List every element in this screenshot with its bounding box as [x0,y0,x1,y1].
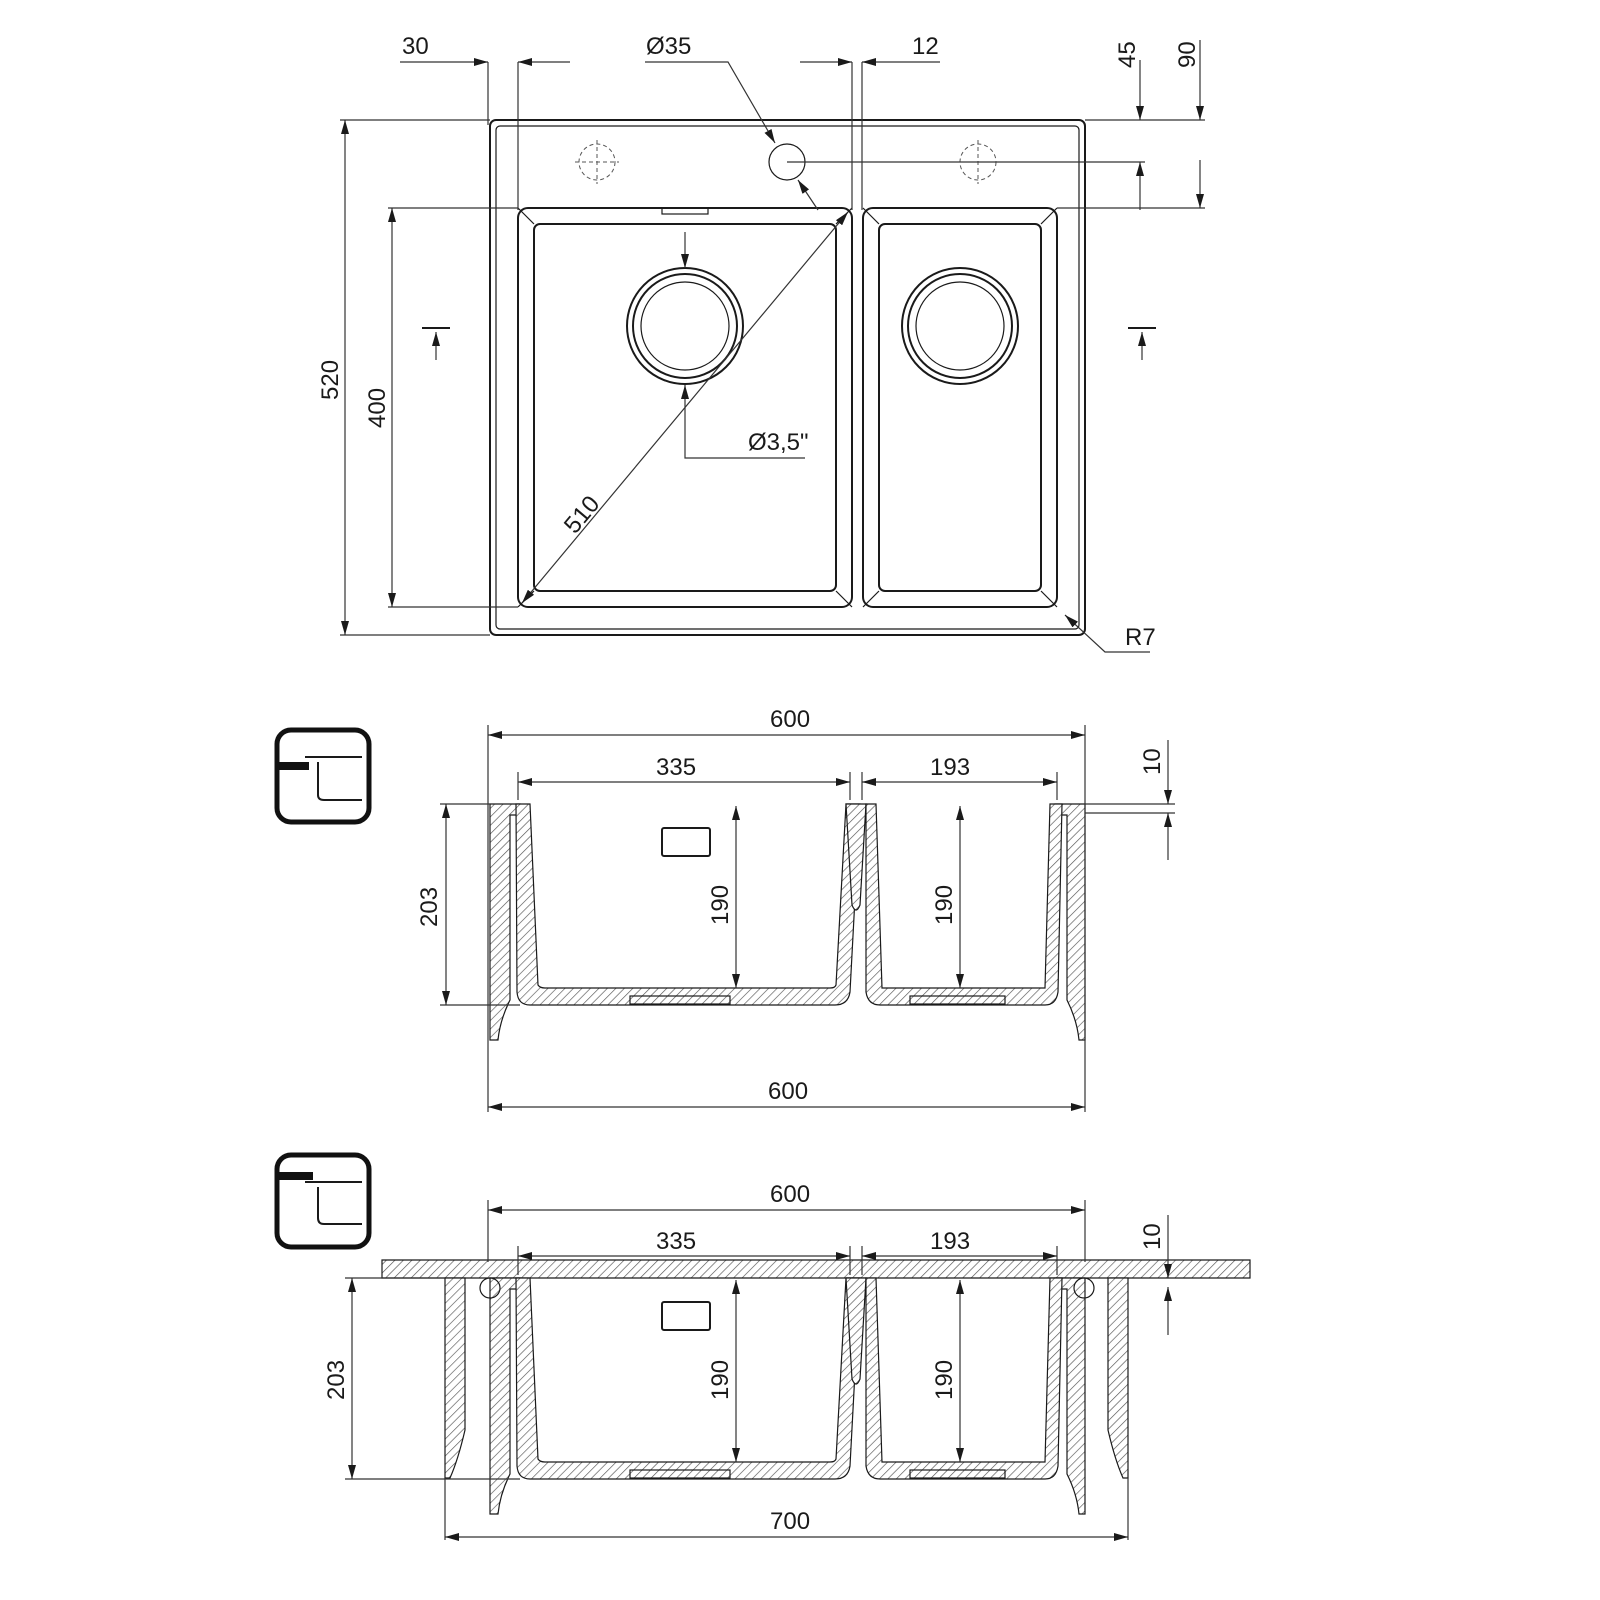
right-bowl [862,207,1058,608]
cabinet-wall-right [1107,1277,1129,1479]
dim-520-label: 520 [317,360,344,400]
dim-10-label: 10 [1139,1223,1166,1250]
dim-drain-diameter-label: Ø3,5" [748,429,809,456]
clip-icon [479,1277,501,1299]
dim-hole-diameter-label: Ø35 [646,33,691,60]
dim-30-label: 30 [402,33,429,60]
left-drain-icon [626,267,744,385]
dim-right-depth-label: 190 [931,885,958,925]
bowl-cross-section [489,1277,1086,1515]
sink-outline [489,119,1086,636]
inset-install-icon [274,1152,372,1250]
dim-right-depth-label: 190 [931,1360,958,1400]
dim-203-label: 203 [416,887,443,927]
undermount-install-icon [274,727,372,825]
dim-width-top-label: 600 [770,1181,810,1208]
section-inset: 600 335 193 10 203 190 190 700 [274,1152,1251,1541]
dim-510-label: 510 [559,491,605,539]
dim-10-label: 10 [1139,748,1166,775]
dim-400-label: 400 [364,388,391,428]
countertop [381,1259,1251,1279]
clip-icon [1073,1277,1095,1299]
bowl-cross-section [489,803,1086,1041]
right-drain-icon [901,267,1019,385]
dim-left-depth-label: 190 [707,1360,734,1400]
dim-right-bowl-label: 193 [930,754,970,781]
dim-width-bottom-label: 600 [768,1078,808,1105]
overflow-icon [661,827,711,857]
section-undermount: 600 335 193 10 203 190 190 600 [274,706,1175,1112]
dim-45-label: 45 [1114,41,1141,68]
cabinet-wall-left [444,1277,466,1479]
dim-left-depth-label: 190 [707,885,734,925]
dim-left-bowl-label: 335 [656,1228,696,1255]
dim-width-top-label: 600 [770,706,810,733]
dim-203-label: 203 [323,1360,350,1400]
dim-left-bowl-label: 335 [656,754,696,781]
dim-90-label: 90 [1174,41,1201,68]
dim-12-label: 12 [912,33,939,60]
dim-right-bowl-label: 193 [930,1228,970,1255]
dim-cutout-label: 700 [770,1508,810,1535]
top-view: 30 12 Ø35 45 90 520 400 510 Ø3,5" R7 [317,33,1205,653]
dim-radius-label: R7 [1125,624,1156,651]
section-marker-right-icon [1128,327,1156,360]
section-marker-left-icon [422,327,450,360]
